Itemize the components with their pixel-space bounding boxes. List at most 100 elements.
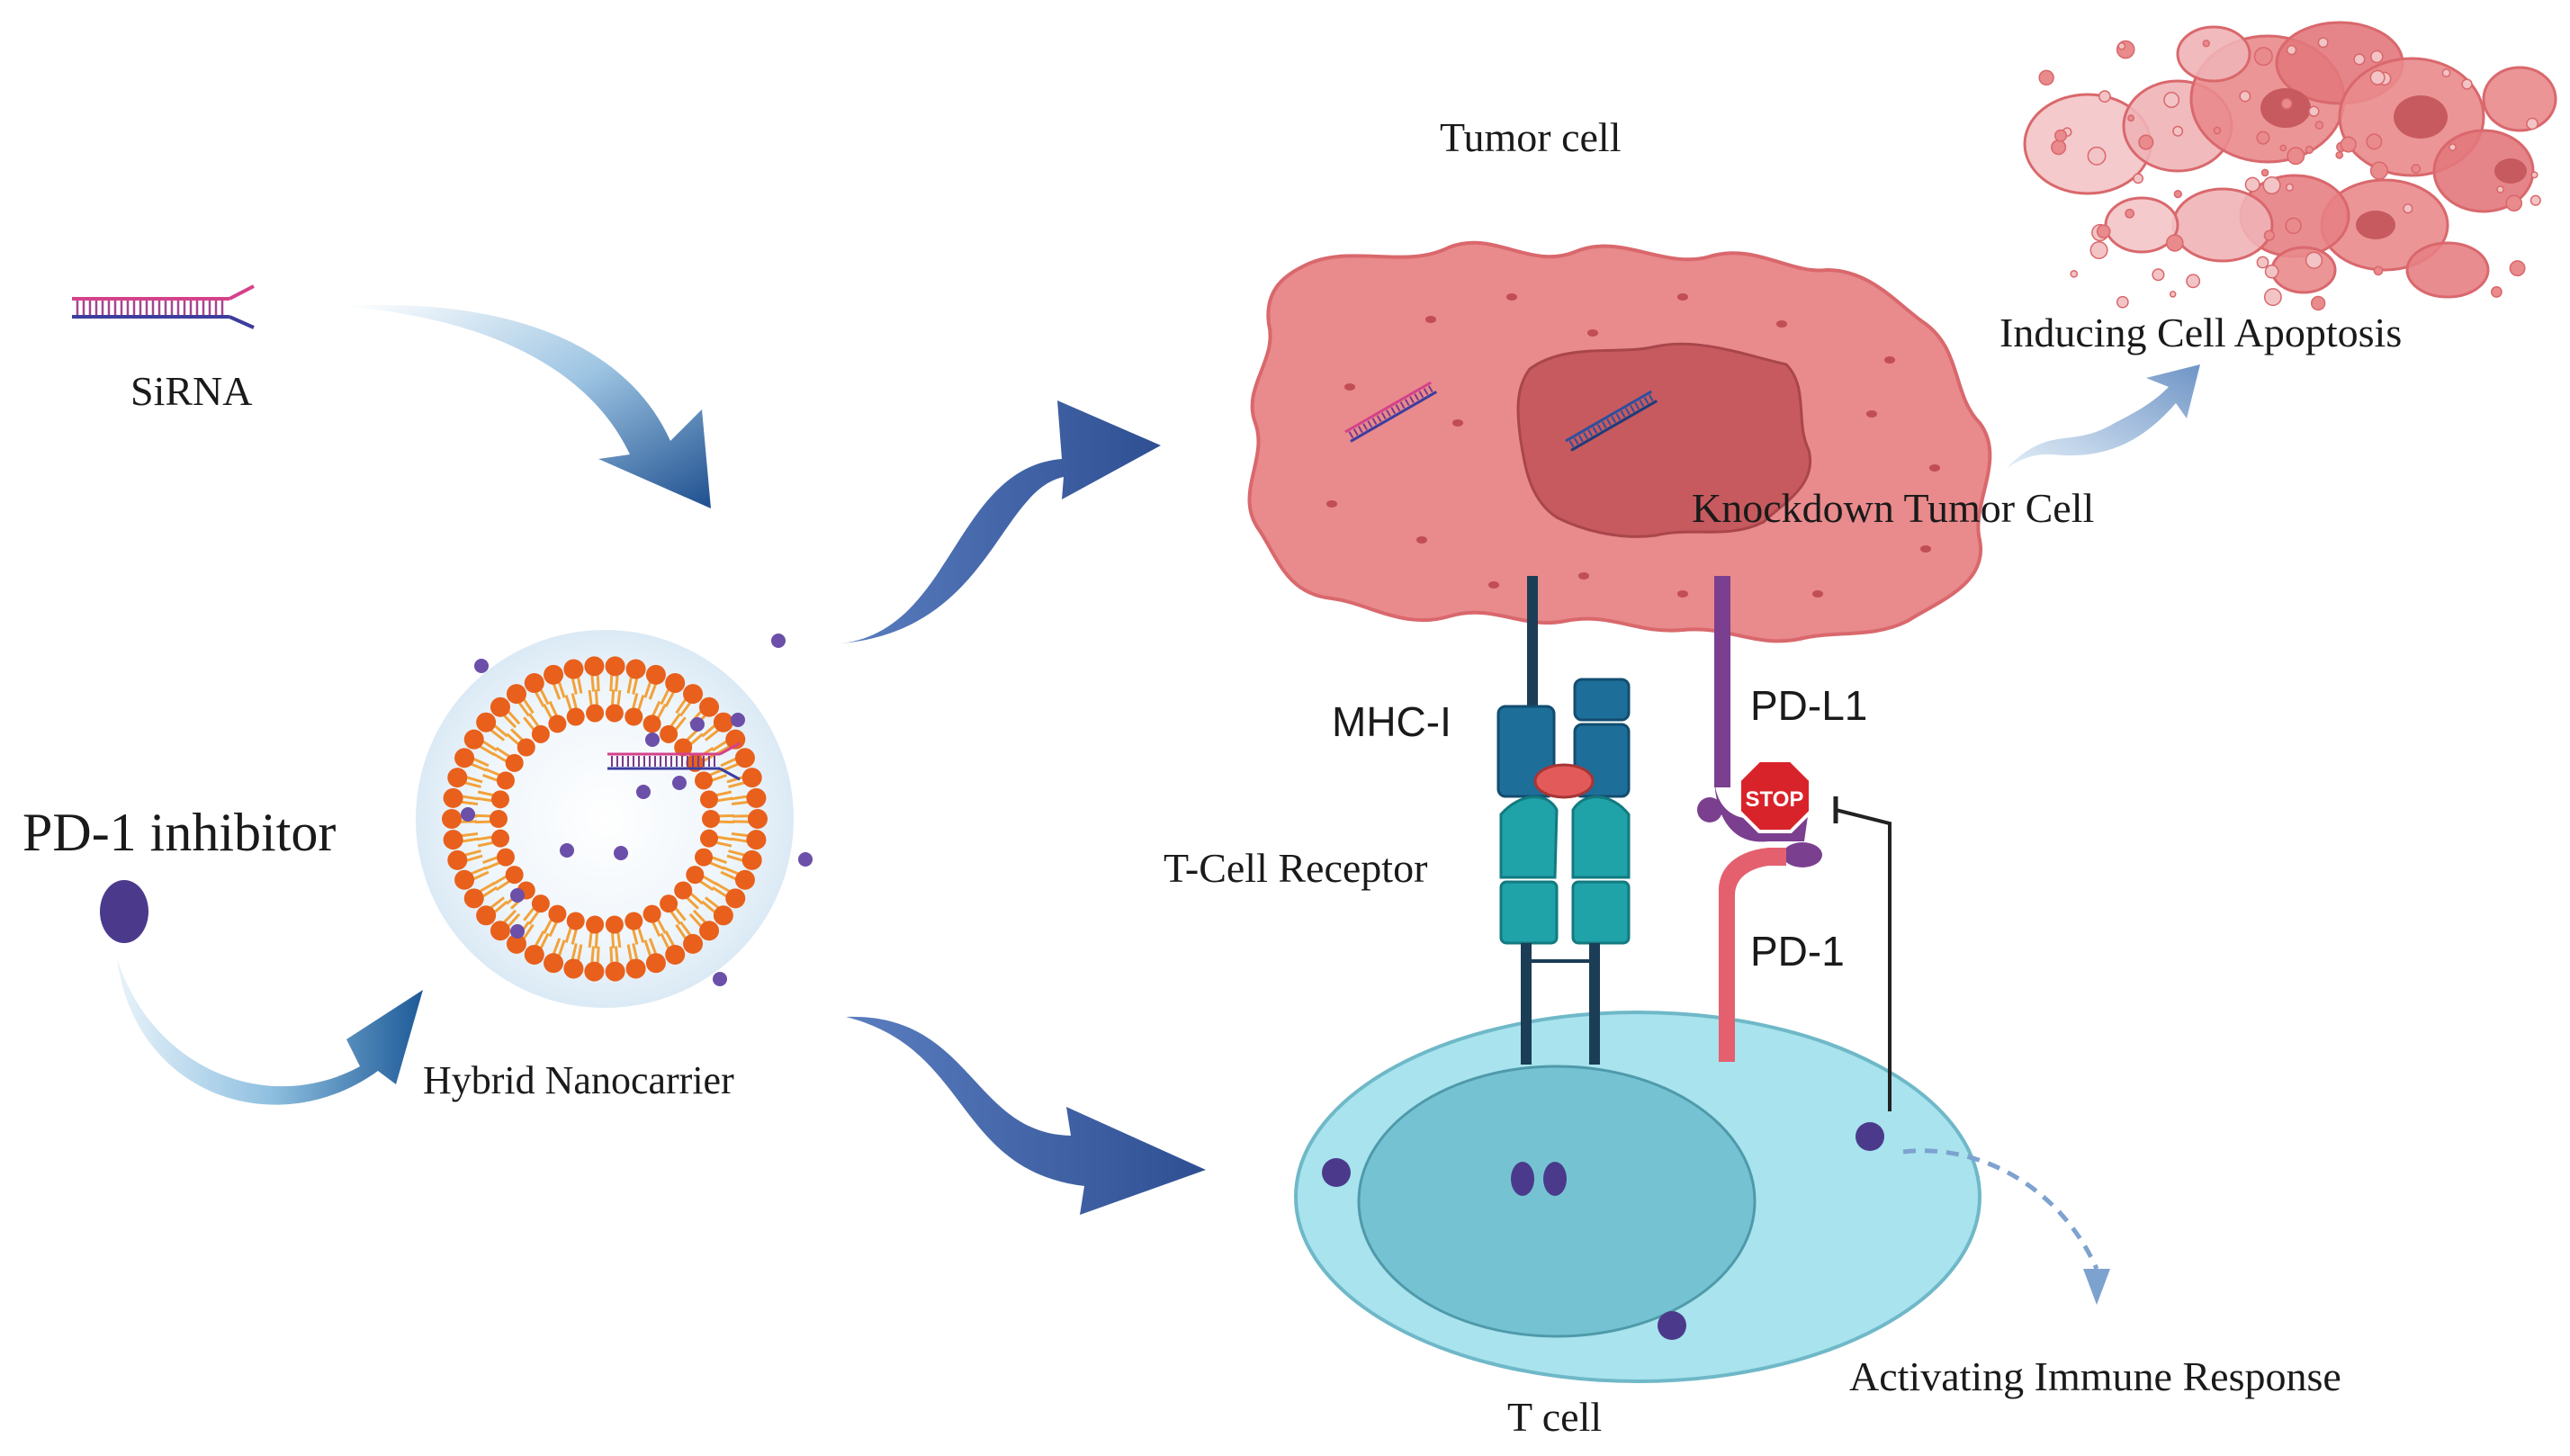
apoptotic-body xyxy=(2449,143,2457,151)
tumor-cell-label: Tumor cell xyxy=(1440,114,1621,160)
hybrid-nanocarrier xyxy=(416,630,813,1008)
inhibitor-dot xyxy=(1658,1311,1686,1340)
lipid-head xyxy=(660,724,678,743)
apoptotic-body xyxy=(2186,274,2201,289)
apoptotic-body xyxy=(2279,144,2287,152)
tumor-speck xyxy=(1416,536,1427,544)
lipid-head xyxy=(517,738,535,757)
tumor-speck xyxy=(1812,590,1823,598)
pdl1-label: PD-L1 xyxy=(1750,682,1867,729)
lipid-head xyxy=(625,912,643,930)
apoptotic-fragment xyxy=(2482,66,2557,132)
lipid-head xyxy=(605,656,625,677)
tumor-speck xyxy=(1452,419,1463,427)
immune-response-arrow xyxy=(1902,1148,2099,1271)
apoptotic-body xyxy=(2138,134,2154,150)
apoptotic-body xyxy=(2530,194,2541,206)
lipid-head xyxy=(524,944,544,965)
nucleus-dot xyxy=(1511,1162,1534,1196)
inhibitor-dot xyxy=(1322,1158,1351,1187)
lipid-head xyxy=(548,715,567,733)
lipid-head xyxy=(674,881,693,900)
inhibitor-to-carrier-arrow xyxy=(117,958,423,1105)
apoptotic-body xyxy=(2117,41,2126,50)
tumor-nucleus xyxy=(1516,342,1812,538)
lipid-head xyxy=(746,787,767,808)
apoptotic-body xyxy=(2051,139,2067,156)
lipid-head xyxy=(584,961,605,982)
lipid-head xyxy=(605,961,625,982)
lipid-head xyxy=(746,830,767,850)
apoptotic-body xyxy=(2370,49,2384,64)
tumor-speck xyxy=(1929,464,1940,472)
lipid-head xyxy=(699,790,718,809)
lipid-head xyxy=(463,888,484,909)
lipid-head xyxy=(713,712,733,732)
apoptotic-body xyxy=(2263,288,2282,307)
apoptotic-body xyxy=(2087,146,2107,166)
lipid-head xyxy=(699,921,720,941)
tumor-speck xyxy=(1425,316,1436,323)
pdl1-pd1-complex: STOP xyxy=(1697,576,1892,1111)
lipid-head xyxy=(490,810,508,828)
drug-particle xyxy=(636,785,651,799)
apoptotic-nucleus xyxy=(2394,95,2448,139)
t-cell-label: T cell xyxy=(1507,1394,1602,1440)
lipid-head xyxy=(454,748,475,768)
lipid-head xyxy=(476,712,497,732)
apoptotic-body xyxy=(2089,240,2108,259)
encapsulated-sirna-icon xyxy=(607,741,741,781)
lipid-head xyxy=(665,944,686,965)
apoptotic-body xyxy=(2172,125,2184,137)
lipid-head xyxy=(586,915,605,934)
apoptotic-body xyxy=(2403,203,2413,214)
apoptotic-body xyxy=(2314,121,2324,130)
apoptotic-body xyxy=(2173,189,2182,199)
apoptotic-nucleus xyxy=(2356,211,2395,239)
t-cell-nucleus xyxy=(1357,1065,1757,1338)
apoptotic-body xyxy=(2264,264,2279,279)
pd1-inhibitor-molecule-icon xyxy=(100,880,148,943)
apoptotic-body xyxy=(2239,90,2251,103)
apoptotic-body xyxy=(2260,168,2269,177)
hybrid-nanocarrier-label: Hybrid Nanocarrier xyxy=(423,1058,734,1102)
lipid-head xyxy=(665,673,686,694)
apoptotic-body xyxy=(2287,147,2305,166)
lipid-head xyxy=(544,664,564,685)
apoptotic-body xyxy=(2202,40,2210,48)
apoptotic-body xyxy=(2366,133,2383,150)
nucleus-dot xyxy=(1543,1162,1567,1196)
tumor-speck xyxy=(1866,410,1877,418)
apoptotic-body xyxy=(2163,92,2180,108)
mhc-tcr-complex xyxy=(1496,576,1631,1065)
lipid-head xyxy=(584,656,605,677)
lipid-head xyxy=(699,829,718,848)
apoptotic-body xyxy=(2096,224,2111,239)
apoptotic-body xyxy=(2263,229,2275,241)
lipid-head xyxy=(625,707,643,726)
apoptotic-body xyxy=(2286,44,2297,56)
knockdown-label: Knockdown Tumor Cell xyxy=(1692,485,2094,531)
lipid-head xyxy=(490,697,510,717)
carrier-to-tumor-arrow xyxy=(841,400,1161,643)
apoptotic-body xyxy=(2152,268,2165,282)
apoptotic-body xyxy=(2340,136,2357,153)
apoptotic-body xyxy=(2280,97,2293,110)
apoptotic-fragment xyxy=(2405,241,2490,299)
tumor-speck xyxy=(1578,572,1589,580)
lipid-head xyxy=(447,768,468,788)
lipid-head xyxy=(645,953,666,974)
apoptotic-body xyxy=(2526,117,2539,130)
apoptotic-fragment xyxy=(2171,187,2274,263)
lipid-head xyxy=(725,729,746,750)
apoptotic-body xyxy=(2127,114,2135,122)
apoptotic-body xyxy=(2310,295,2326,311)
lipid-head xyxy=(605,704,624,723)
drug-particle xyxy=(510,888,525,903)
lipid-head xyxy=(695,771,714,790)
lipid-head xyxy=(505,866,524,885)
lipid-head xyxy=(442,809,462,829)
apoptotic-fragment xyxy=(2176,25,2251,83)
apoptotic-body xyxy=(2256,256,2269,269)
